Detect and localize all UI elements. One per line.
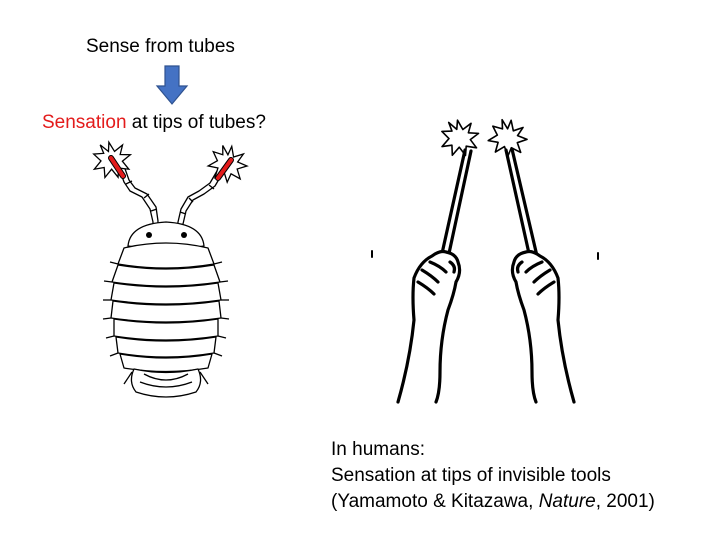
- isopod-segment: [117, 242, 215, 269]
- left-hand: [396, 249, 462, 404]
- caption-citation: (Yamamoto & Kitazawa, Nature, 2001): [331, 489, 655, 515]
- right-tool: [504, 147, 539, 260]
- top-label: Sense from tubes: [86, 36, 235, 57]
- isopod-segment: [115, 336, 217, 358]
- isopod-eye-right: [181, 232, 187, 238]
- isopod-illustration: [102, 165, 230, 398]
- down-arrow-icon: [155, 65, 189, 105]
- right-hand: [510, 249, 576, 404]
- isopod-segment: [111, 264, 221, 287]
- question-rest: at tips of tubes?: [126, 112, 266, 133]
- question-highlight: Sensation: [42, 112, 127, 133]
- left-antenna: [118, 165, 159, 236]
- right-tube-tip: [215, 157, 234, 181]
- spark-burst-icon: [437, 116, 483, 160]
- question-text: Sensation at tips of tubes?: [42, 112, 266, 135]
- caption-line-2: Sensation at tips of invisible tools: [331, 465, 611, 486]
- citation-open: (Yamamoto & Kitazawa,: [331, 491, 539, 512]
- human-caption: In humans: Sensation at tips of invisibl…: [331, 437, 655, 515]
- citation-close: , 2001): [595, 491, 655, 512]
- hands-with-tools-illustration: [371, 116, 599, 404]
- caption-line-1: In humans:: [331, 439, 425, 460]
- citation-journal: Nature: [538, 491, 596, 512]
- left-tool: [439, 148, 473, 260]
- left-tube-tip: [108, 155, 126, 179]
- isopod-eye-left: [146, 232, 152, 238]
